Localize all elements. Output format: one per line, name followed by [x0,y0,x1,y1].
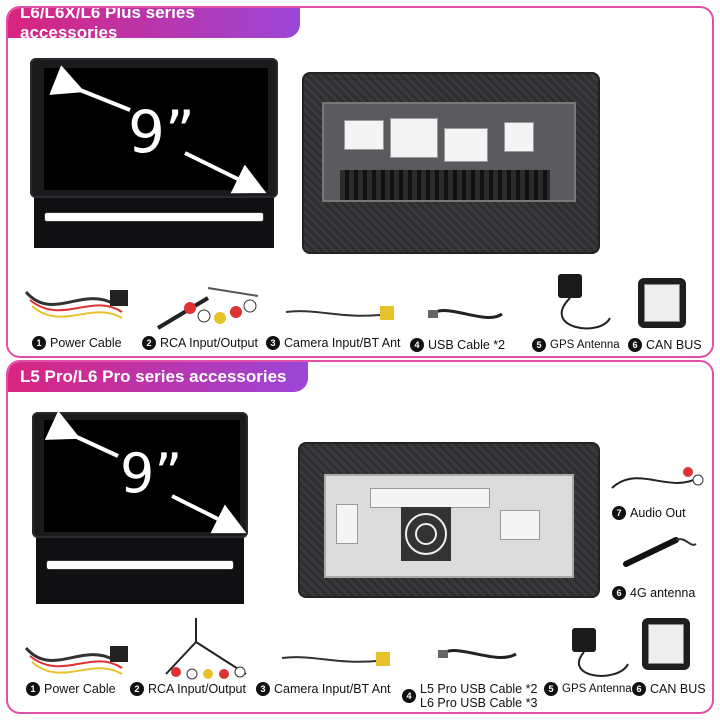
connector-strip [370,488,490,508]
head-unit-rear [298,442,600,598]
camera-cable-image [281,652,390,666]
connector-port [344,120,384,150]
panel-header: L5 Pro/L6 Pro series accessories [8,362,308,392]
usb-cable-image [438,649,517,659]
screen-size-label: 9” [120,442,183,505]
dash-panel [34,198,274,248]
head-unit-front: 9” [30,58,280,258]
panel-l6-series: L6/L6X/L6 Plus series accessories 9” [6,6,714,358]
diagonal-arrow-icon [49,65,267,194]
heat-fins [340,170,550,200]
connector-port [336,504,358,544]
power-cable-image [24,290,128,319]
panel-header: L6/L6X/L6 Plus series accessories [8,8,300,42]
gps-antenna-image [558,274,611,330]
power-cable-image [24,646,128,675]
camera-cable-image [285,306,394,320]
spec-sticker [500,510,540,540]
screen-size-label: 9” [128,98,195,166]
audio-out-cable-image [611,467,704,489]
4g-antenna-image [623,537,697,567]
head-unit-front: 9” [32,412,282,622]
diagonal-arrow-icon [44,412,247,534]
panel-l5-pro-series: L5 Pro/L6 Pro series accessories 9” [6,360,714,714]
spec-sticker [390,118,438,158]
rca-cable-image [156,287,259,330]
gps-antenna-image [572,628,629,677]
rca-cable-image [165,618,247,680]
antenna-port [504,122,534,152]
canbus-box-image [638,278,686,328]
head-unit-rear [302,72,600,254]
caption-usb: 4 L5 Pro USB Cable *2 L6 Pro USB Cable *… [402,682,537,710]
usb-cable-image [428,309,503,319]
canbus-box-image [642,618,690,670]
connector-port [444,128,488,162]
dash-panel [36,538,244,604]
fan-grille-icon [401,507,451,561]
